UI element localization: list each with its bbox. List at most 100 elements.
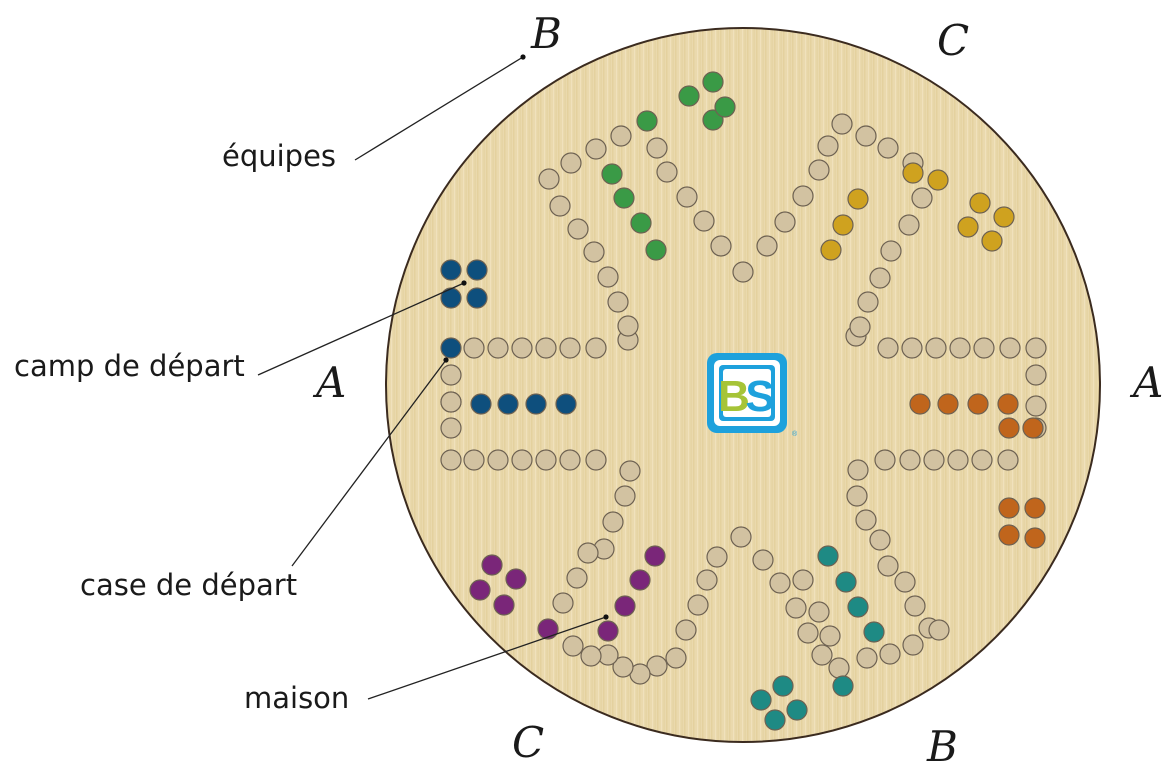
piece-green: [601, 163, 623, 185]
piece-yellow: [832, 214, 854, 236]
track-hole: [785, 597, 807, 619]
leader-maison: [367, 616, 607, 700]
piece-orange: [997, 393, 1019, 415]
track-hole: [923, 449, 945, 471]
track-hole: [440, 391, 462, 413]
piece-orange: [937, 393, 959, 415]
track-hole: [675, 619, 697, 641]
track-hole: [811, 644, 833, 666]
track-hole: [949, 337, 971, 359]
track-hole: [877, 137, 899, 159]
track-hole: [567, 218, 589, 240]
track-hole: [828, 657, 850, 679]
piece-teal: [863, 621, 885, 643]
track-hole: [676, 186, 698, 208]
track-hole: [440, 449, 462, 471]
piece-purple: [644, 545, 666, 567]
track-hole: [947, 449, 969, 471]
track-hole: [552, 592, 574, 614]
track-hole: [901, 337, 923, 359]
piece-purple: [505, 568, 527, 590]
track-hole: [997, 449, 1019, 471]
piece-blue: [555, 393, 577, 415]
piece-purple: [493, 594, 515, 616]
track-hole: [898, 214, 920, 236]
bs-logo: B S ®: [707, 353, 798, 438]
track-hole: [706, 546, 728, 568]
piece-yellow: [969, 192, 991, 214]
track-hole: [656, 161, 678, 183]
track-hole: [1025, 364, 1047, 386]
track-hole: [665, 647, 687, 669]
piece-purple: [614, 595, 636, 617]
label-maison: maison: [244, 681, 350, 715]
track-hole: [612, 656, 634, 678]
track-hole: [559, 449, 581, 471]
track-hole: [585, 449, 607, 471]
logo-letter-s: S: [745, 372, 774, 421]
track-hole: [646, 655, 668, 677]
piece-purple: [469, 579, 491, 601]
piece-orange: [1024, 497, 1046, 519]
track-hole: [847, 459, 869, 481]
track-hole: [617, 315, 639, 337]
track-hole: [797, 622, 819, 644]
track-hole: [602, 511, 624, 533]
track-hole: [925, 337, 947, 359]
track-hole: [730, 526, 752, 548]
piece-blue: [440, 259, 462, 281]
piece-yellow: [927, 169, 949, 191]
track-hole: [696, 569, 718, 591]
track-hole: [904, 595, 926, 617]
piece-blue: [497, 393, 519, 415]
team-letter-top-left: B: [531, 9, 562, 58]
team-letter-left: A: [316, 358, 347, 407]
track-hole: [971, 449, 993, 471]
track-hole: [869, 267, 891, 289]
track-holes: [440, 113, 1047, 685]
piece-teal: [786, 699, 808, 721]
track-hole: [538, 168, 560, 190]
piece-purple: [597, 620, 619, 642]
piece-green: [702, 109, 724, 131]
piece-green: [702, 71, 724, 93]
track-hole: [562, 635, 584, 657]
track-hole: [1025, 337, 1047, 359]
leader-camp-depart: [257, 282, 465, 376]
piece-blue: [440, 337, 462, 359]
track-hole: [487, 337, 509, 359]
track-hole: [752, 549, 774, 571]
track-hole: [585, 138, 607, 160]
track-hole: [855, 125, 877, 147]
track-hole: [817, 135, 839, 157]
game-pieces: [440, 71, 1046, 731]
track-hole: [869, 529, 891, 551]
track-hole: [583, 241, 605, 263]
track-hole: [463, 449, 485, 471]
track-hole: [756, 235, 778, 257]
track-hole: [463, 337, 485, 359]
track-hole: [535, 337, 557, 359]
piece-yellow: [981, 230, 1003, 252]
track-hole: [566, 567, 588, 589]
track-hole: [646, 137, 668, 159]
leader-dots: [443, 54, 609, 620]
track-hole: [902, 634, 924, 656]
piece-orange: [967, 393, 989, 415]
leader-lines: [257, 56, 607, 700]
label-case-depart: case de départ: [80, 568, 298, 602]
track-hole: [877, 337, 899, 359]
track-hole: [597, 266, 619, 288]
track-hole: [894, 571, 916, 593]
svg-text:®: ®: [792, 430, 798, 438]
track-hole: [857, 291, 879, 313]
track-hole: [693, 210, 715, 232]
piece-green: [714, 96, 736, 118]
track-hole: [973, 337, 995, 359]
piece-teal: [750, 689, 772, 711]
team-letter-top-right: C: [937, 16, 970, 65]
track-hole: [580, 645, 602, 667]
piece-green: [636, 110, 658, 132]
track-hole: [710, 235, 732, 257]
team-letter-right: A: [1133, 358, 1163, 407]
